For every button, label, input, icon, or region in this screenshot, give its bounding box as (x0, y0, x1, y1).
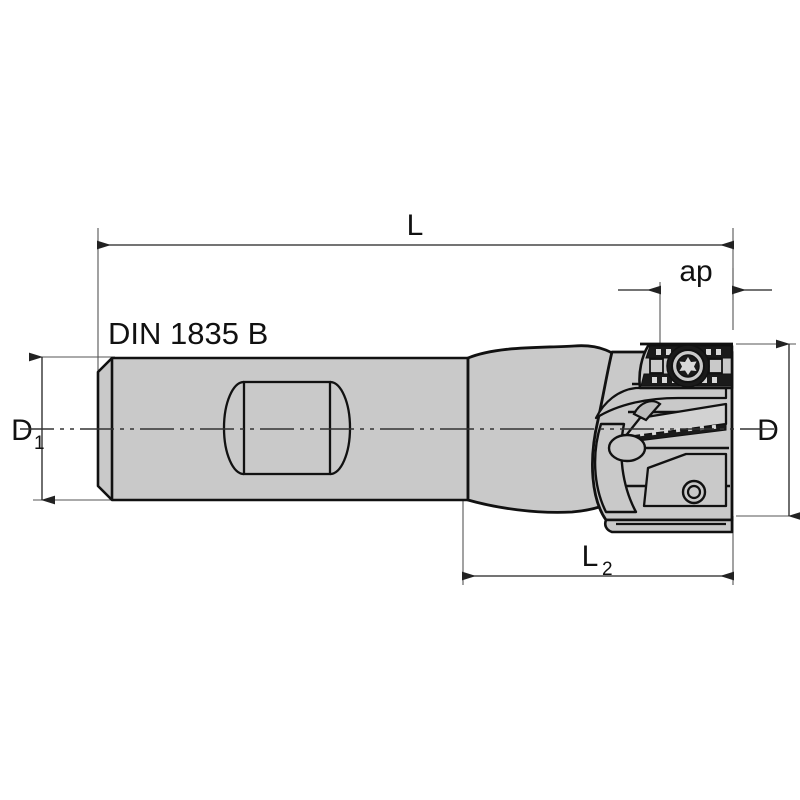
screw-hole-lower (681, 479, 707, 505)
dim-label-L2: L (582, 540, 599, 573)
coolant-hole-oval (607, 433, 647, 463)
dim-label-D: D (757, 414, 779, 447)
standard-label-din: DIN 1835 B (108, 316, 268, 351)
upper-flute-relief (594, 386, 728, 420)
dimension-depth-ap: ap (618, 255, 772, 295)
dimension-cutting-diameter-D: D (757, 339, 800, 521)
bottom-face-insert (603, 518, 734, 534)
torx-drive-star (679, 357, 697, 375)
dim-label-ap: ap (679, 255, 712, 288)
dimension-head-length-L2: L 2 (462, 540, 734, 581)
dim-label-L: L (407, 209, 424, 242)
torx-screw-top (666, 344, 710, 388)
dimension-length-L: L (97, 209, 734, 250)
top-insert-assembly (638, 344, 734, 390)
weldon-flat (222, 380, 352, 476)
dim-label-L2-subscript: 2 (602, 559, 613, 580)
dim-label-D1: D (11, 414, 33, 447)
dim-label-D1-subscript: 1 (34, 433, 45, 454)
